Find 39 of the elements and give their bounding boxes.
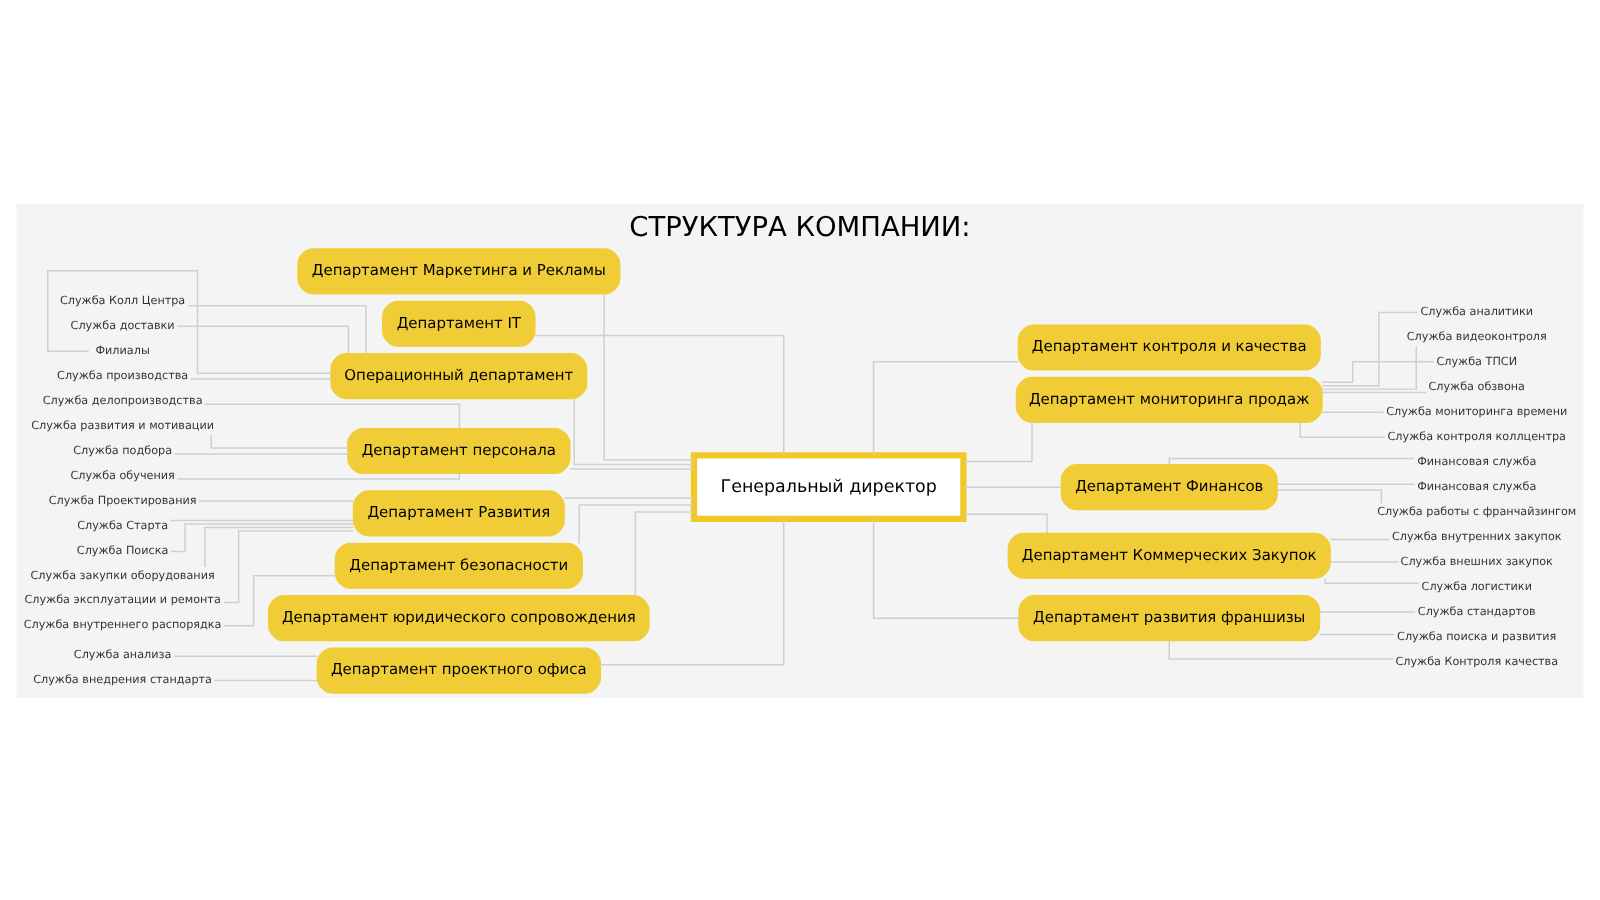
connector <box>204 525 355 567</box>
connector <box>963 420 1033 462</box>
node-box: Генеральный директор <box>690 451 967 522</box>
connector <box>1321 390 1428 393</box>
connector <box>1329 537 1391 540</box>
connector <box>203 402 461 428</box>
connector <box>176 471 461 479</box>
connector <box>176 324 350 354</box>
connector <box>1299 420 1386 438</box>
connector <box>534 333 785 455</box>
connector <box>173 654 318 656</box>
connector <box>1277 488 1383 503</box>
connector <box>1319 632 1395 635</box>
connector <box>223 529 354 603</box>
connector <box>189 377 332 379</box>
diagram-title: СТРУКТУРА КОМПАНИИ: <box>629 210 971 243</box>
connector <box>578 503 695 543</box>
connector <box>603 292 695 460</box>
connector <box>1168 639 1394 659</box>
connector <box>187 303 367 354</box>
connector <box>1168 456 1415 465</box>
connector <box>1321 410 1385 413</box>
connector <box>963 485 1062 487</box>
connector <box>872 360 1019 455</box>
connector <box>1276 482 1415 484</box>
connector <box>963 512 1048 533</box>
connector <box>1321 344 1417 389</box>
connector <box>573 397 695 465</box>
connector <box>223 574 337 626</box>
connector <box>213 678 318 681</box>
connector <box>210 433 349 448</box>
connector <box>634 510 695 596</box>
connector <box>47 269 332 373</box>
connector <box>1321 310 1418 386</box>
connector <box>1321 360 1435 382</box>
connector <box>170 522 355 552</box>
connector <box>599 517 785 665</box>
connector <box>872 517 1020 618</box>
connector <box>1324 576 1420 583</box>
